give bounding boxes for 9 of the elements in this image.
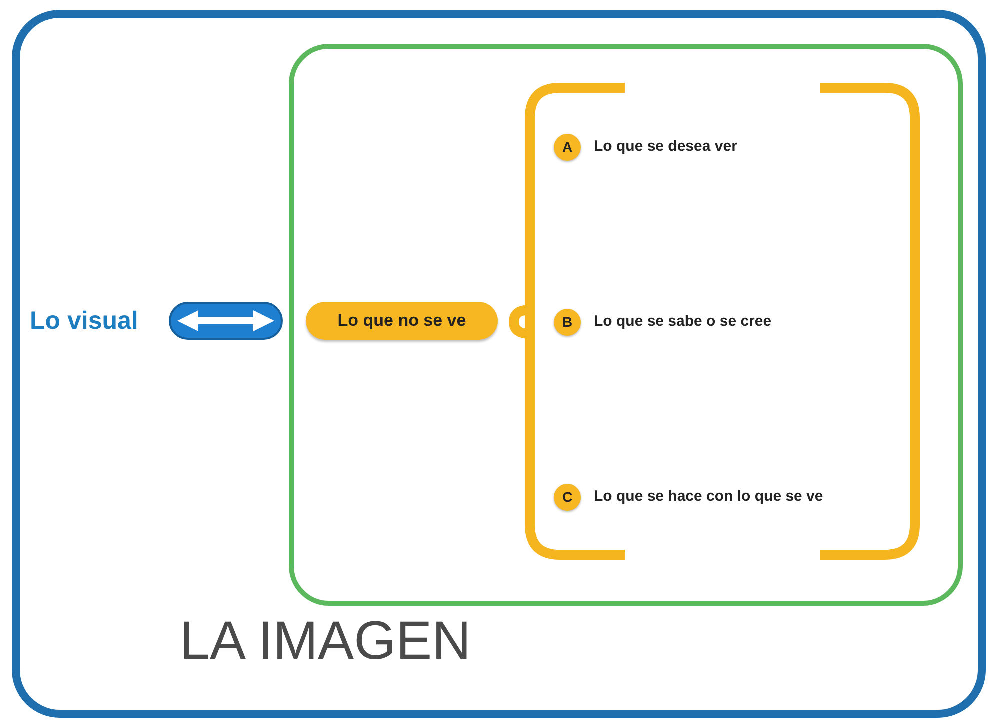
concept-label: Lo visual: [30, 302, 164, 342]
concept-pill: Lo que no se ve: [306, 302, 498, 340]
item-text: Lo que se desea ver: [594, 137, 738, 157]
outer-frame: [12, 10, 986, 718]
double-arrow: [178, 310, 274, 332]
inner-frame: [289, 44, 963, 606]
item-text: Lo que se sabe o se cree: [594, 312, 772, 332]
item-text: Lo que se hace con lo que se ve: [594, 487, 824, 507]
frame-title: LA IMAGEN: [180, 614, 472, 668]
